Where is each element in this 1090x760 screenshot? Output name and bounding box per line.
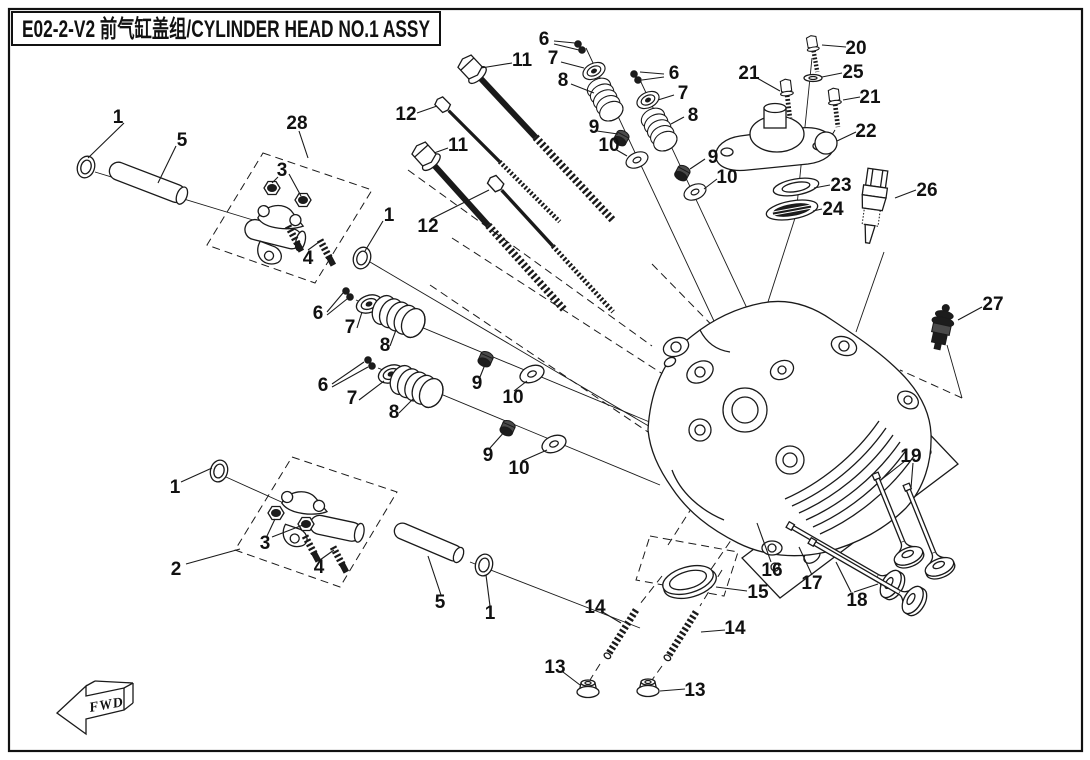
- part-washer-1a: [73, 153, 99, 181]
- callout-8-b: 8: [688, 105, 699, 126]
- dashed-box-2: [234, 456, 398, 588]
- callout-9-b: 9: [708, 147, 719, 168]
- valve-spring-set-b: [630, 70, 710, 204]
- callout-12-a: 12: [395, 104, 416, 125]
- dashed-box-28: [206, 152, 373, 284]
- callout-9-d: 9: [483, 445, 494, 466]
- callout-10-a: 10: [598, 135, 619, 156]
- part-thermostat-cover-22: [715, 102, 838, 172]
- callout-24: 24: [822, 199, 844, 220]
- callout-14-b: 14: [724, 618, 746, 639]
- callout-9-c: 9: [472, 373, 483, 394]
- part-rocker-shaft-5a: [108, 161, 189, 205]
- part-washer-1d: [472, 551, 496, 579]
- callout-19: 19: [900, 446, 921, 467]
- callout-27: 27: [982, 294, 1003, 315]
- callout-18: 18: [846, 590, 867, 611]
- callout-1-c: 1: [170, 477, 181, 498]
- callout-6-a: 6: [539, 29, 550, 50]
- callout-12-b: 12: [417, 216, 438, 237]
- fwd-arrow-label: FWD: [87, 695, 125, 716]
- callout-1-d: 1: [485, 603, 496, 624]
- callout-2: 2: [171, 559, 182, 580]
- callout-10-d: 10: [508, 458, 529, 479]
- callout-3-b: 3: [260, 533, 271, 554]
- callout-20: 20: [845, 38, 866, 59]
- callout-5-a: 5: [177, 130, 188, 151]
- page-border: [7, 7, 1084, 753]
- callout-9-a: 9: [589, 117, 600, 138]
- callout-22: 22: [855, 121, 876, 142]
- callout-14-a: 14: [584, 597, 606, 618]
- part-rocker-shaft-5b: [393, 522, 465, 564]
- callout-10-b: 10: [716, 167, 737, 188]
- callout-labels: 1 1 1 1 2 3 3 4 4 5 5 6 6 6 6 7 7 7 7 8 …: [113, 29, 1004, 701]
- dashed-box-15: [635, 535, 739, 597]
- callout-15: 15: [747, 582, 769, 603]
- part-stud-14b: [663, 610, 699, 662]
- part-gasket-23: [772, 177, 820, 197]
- callout-6-b: 6: [669, 63, 680, 84]
- callout-7-c: 7: [345, 317, 356, 338]
- callout-4-b: 4: [314, 557, 325, 578]
- callout-6-d: 6: [318, 375, 329, 396]
- callout-1-b: 1: [384, 205, 395, 226]
- part-washer-1c: [207, 457, 231, 485]
- part-nut-13b: [636, 678, 660, 698]
- leader-lines: [87, 40, 983, 692]
- callout-1-a: 1: [113, 107, 124, 128]
- callout-4-a: 4: [303, 248, 314, 269]
- page-title: E02-2-V2 前气缸盖组/CYLINDER HEAD NO.1 ASSY: [22, 15, 430, 43]
- part-cylinder-head: [647, 300, 932, 557]
- callout-25: 25: [842, 62, 864, 83]
- part-seal-ring-15: [662, 564, 717, 600]
- callout-5-b: 5: [435, 592, 446, 613]
- callout-16: 16: [761, 560, 782, 581]
- callout-8-c: 8: [380, 335, 391, 356]
- callout-7-d: 7: [347, 388, 358, 409]
- callout-7-a: 7: [548, 48, 559, 69]
- callout-23: 23: [830, 175, 851, 196]
- part-spark-plug-27: [930, 304, 955, 351]
- callout-10-c: 10: [502, 387, 523, 408]
- callout-8-d: 8: [389, 402, 400, 423]
- title-block: E02-2-V2 前气缸盖组/CYLINDER HEAD NO.1 ASSY: [11, 11, 441, 46]
- part-thermostat-24: [765, 199, 819, 221]
- callout-8-a: 8: [558, 70, 569, 91]
- callout-11-b: 11: [448, 135, 469, 156]
- part-rocker-assy-2: [267, 490, 365, 572]
- part-bolt-21b: [827, 87, 844, 127]
- part-washer-1b: [349, 244, 375, 272]
- callout-21-a: 21: [738, 63, 760, 84]
- part-rocker-assy-28: [244, 180, 335, 271]
- part-bolt-20: [805, 35, 823, 73]
- part-nut-13a: [576, 679, 600, 699]
- fwd-arrow: FWD: [55, 680, 134, 736]
- part-stud-12a: [433, 95, 563, 225]
- callout-26: 26: [916, 180, 937, 201]
- callout-3-a: 3: [277, 160, 288, 181]
- part-washer-25: [803, 73, 823, 83]
- callout-17: 17: [801, 573, 822, 594]
- callout-6-c: 6: [313, 303, 324, 324]
- callout-7-b: 7: [678, 83, 689, 104]
- callout-21-b: 21: [859, 87, 881, 108]
- part-temp-sensor-26: [861, 167, 889, 244]
- callout-13-b: 13: [684, 680, 705, 701]
- callout-11-a: 11: [512, 50, 533, 71]
- callout-28: 28: [286, 113, 307, 134]
- callout-13-a: 13: [544, 657, 565, 678]
